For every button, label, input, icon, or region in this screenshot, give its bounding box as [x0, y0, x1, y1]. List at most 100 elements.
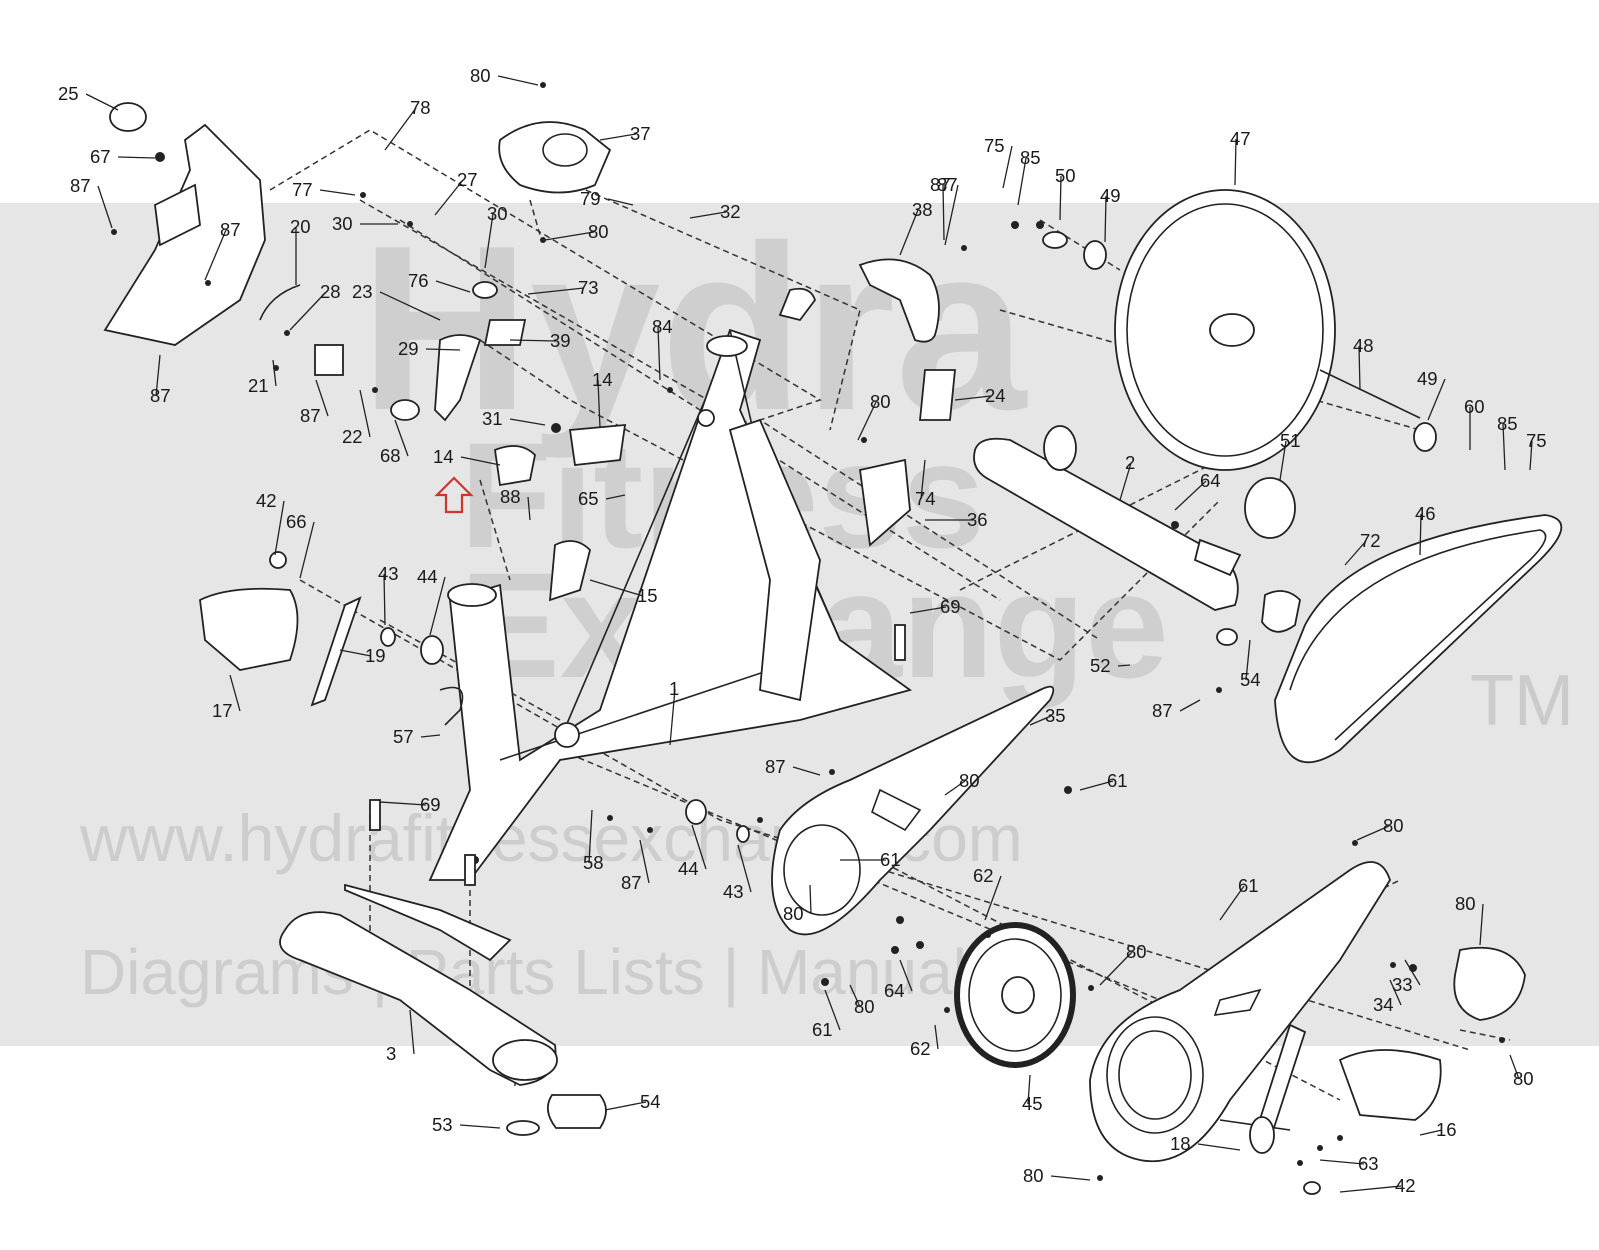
part-number-label: 36 — [967, 509, 988, 530]
watermark-tagline: Diagrams | Parts Lists | Manuals — [80, 936, 999, 1008]
part-number-label: 80 — [1126, 941, 1147, 962]
callout-leader — [1509, 1054, 1520, 1080]
callout-leader — [605, 494, 626, 500]
part-number-label: 80 — [959, 770, 980, 791]
part-number-label: 1 — [669, 678, 679, 699]
callout-leader — [909, 606, 947, 614]
part-number-label: 15 — [637, 585, 658, 606]
callout-leader — [657, 326, 661, 381]
part-number-label: 33 — [1392, 974, 1413, 995]
callout-leader — [1219, 885, 1245, 921]
up-arrow-icon — [434, 476, 474, 514]
callout-leader — [1344, 540, 1367, 566]
callout-leader — [607, 198, 634, 206]
part-number-label: 47 — [1230, 128, 1251, 149]
front-stabilizer-part — [279, 883, 607, 1136]
drive-belt-part — [1274, 514, 1563, 764]
callout-leader — [1389, 979, 1402, 1006]
callout-leader — [1479, 903, 1484, 946]
part-number-label: 64 — [1200, 470, 1221, 491]
callout-leader — [1319, 1159, 1365, 1165]
part-number-label: 16 — [1436, 1119, 1457, 1140]
callout-leader — [527, 287, 585, 295]
callout-leader — [689, 211, 727, 219]
callout-leader — [1104, 195, 1107, 243]
callout-leader — [1419, 1129, 1443, 1136]
part-number-label: 17 — [212, 700, 233, 721]
callout-leader — [1059, 175, 1062, 221]
callout-leader — [944, 184, 959, 246]
callout-leader — [272, 359, 277, 387]
callout-leader — [394, 419, 409, 457]
part-number-label: 44 — [417, 566, 438, 587]
callout-leader — [379, 801, 427, 806]
watermark-trademark: TM — [1470, 661, 1574, 741]
part-number-label: 51 — [1280, 430, 1301, 451]
flywheel-part — [1114, 189, 1421, 471]
callout-leader — [1419, 513, 1422, 556]
part-number-label: 21 — [248, 375, 269, 396]
part-number-label: 78 — [410, 97, 431, 118]
part-number-label: 87 — [621, 872, 642, 893]
part-number-label: 61 — [812, 1019, 833, 1040]
callout-leader — [1179, 699, 1201, 712]
callout-leader — [97, 185, 113, 229]
callout-leader — [527, 496, 531, 521]
part-number-label: 58 — [583, 852, 604, 873]
part-number-label: 80 — [470, 65, 491, 86]
part-number-label: 61 — [1107, 770, 1128, 791]
frame-part — [428, 328, 913, 881]
part-number-label: 43 — [723, 881, 744, 902]
callout-leader — [339, 649, 372, 657]
left-pedal-assembly — [199, 551, 464, 726]
callout-leader — [497, 75, 539, 86]
part-number-label: 2 — [1125, 452, 1135, 473]
part-number-label: 65 — [578, 488, 599, 509]
callout-leader — [1404, 959, 1421, 986]
rear-stabilizer-part — [973, 425, 1301, 633]
part-number-label: 20 — [290, 216, 311, 237]
callout-leader — [899, 959, 913, 992]
part-number-label: 84 — [652, 316, 673, 337]
right-pedal-assembly — [1219, 1023, 1442, 1195]
callout-leader — [899, 209, 919, 256]
shroud-part-39 — [103, 102, 266, 346]
part-number-label: 3 — [386, 1043, 396, 1064]
callout-leader — [1502, 423, 1506, 471]
part-number-label: 52 — [1090, 655, 1111, 676]
callout-leader — [857, 401, 877, 441]
callout-leader — [944, 780, 966, 796]
callout-leader — [434, 179, 464, 216]
callout-leader — [597, 379, 601, 429]
callout-leader — [85, 93, 119, 111]
part-number-label: 53 — [432, 1114, 453, 1135]
callout-leader — [604, 1101, 647, 1111]
callout-leader — [691, 824, 707, 870]
callout-leader — [509, 339, 557, 342]
callout-leader — [809, 884, 812, 915]
part-number-label: 63 — [1358, 1153, 1379, 1174]
part-number-label: 62 — [910, 1038, 931, 1059]
pulley-part — [954, 922, 1076, 1068]
callout-leader — [589, 579, 644, 597]
callout-leader — [1002, 145, 1013, 189]
callout-leader — [1339, 1185, 1402, 1193]
callout-leader — [934, 1024, 939, 1050]
callout-leader — [599, 133, 637, 141]
part-number-label: 75 — [1526, 430, 1547, 451]
part-number-label: 61 — [1238, 875, 1259, 896]
part-number-label: 85 — [1497, 413, 1518, 434]
callout-leader — [229, 674, 241, 712]
fasteners — [111, 82, 1505, 1181]
part-number-label: 45 — [1022, 1093, 1043, 1114]
callout-leader — [1119, 462, 1132, 501]
callout-leader — [737, 844, 752, 893]
part-number-label: 74 — [915, 488, 936, 509]
callout-leader — [1358, 345, 1361, 391]
callout-leader — [379, 291, 441, 321]
callout-leader — [459, 1124, 501, 1129]
part-number-label: 49 — [1100, 185, 1121, 206]
part-number-label: 80 — [1023, 1165, 1044, 1186]
